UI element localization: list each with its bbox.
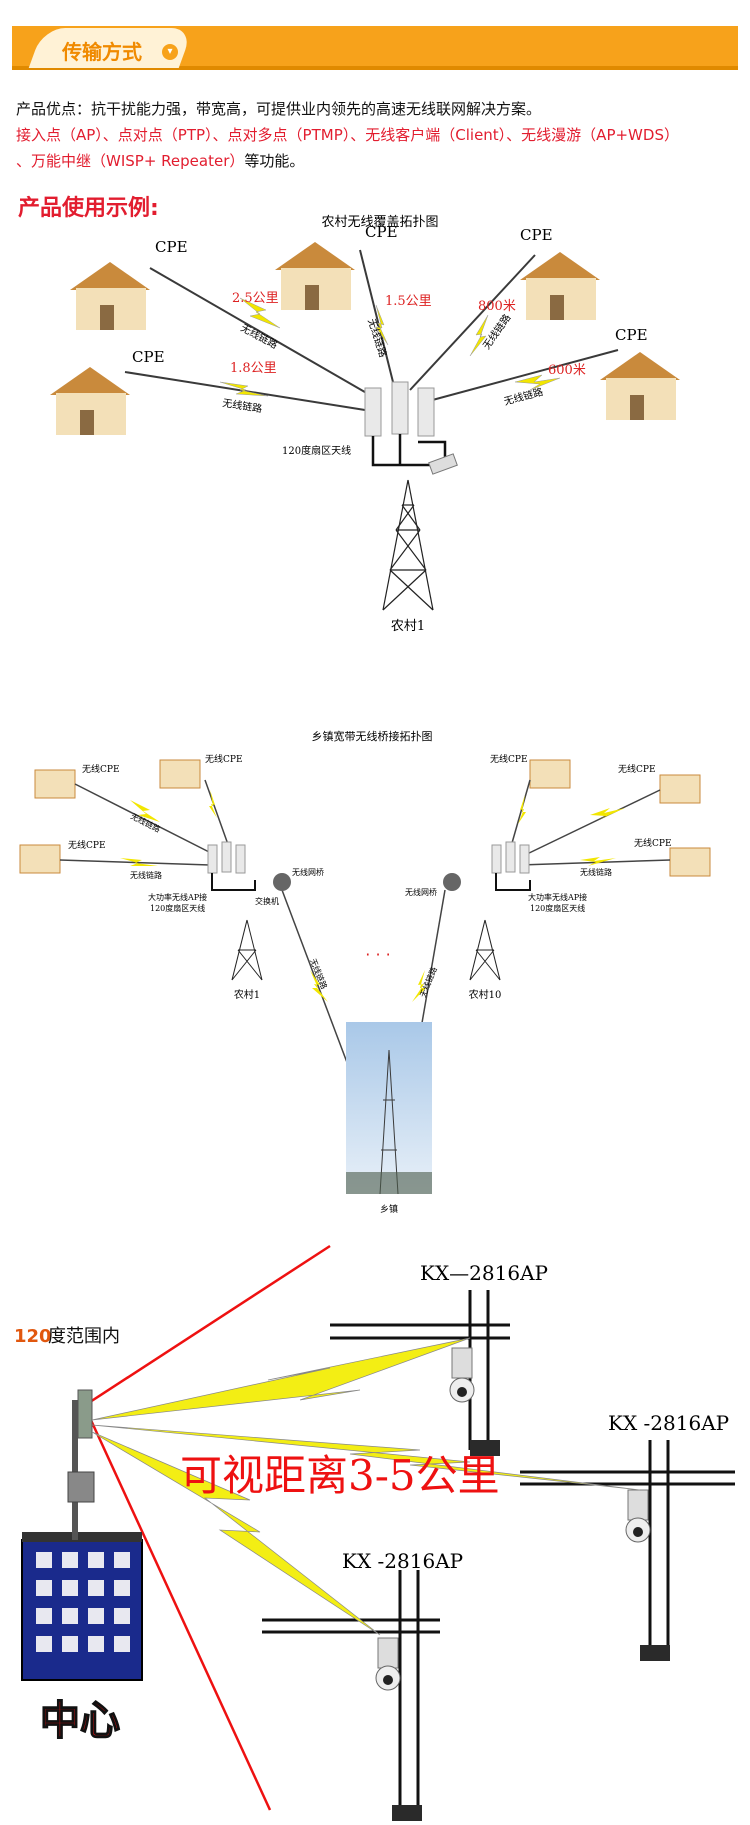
- bridge-dish-icon: [443, 873, 461, 891]
- section-tab-label: 传输方式: [62, 40, 142, 64]
- product-intro: 产品优点：抗干扰能力强，带宽高，可提供业内领先的高速无线联网解决方案。 接入点（…: [16, 96, 736, 174]
- crane-tower-icon: [262, 1570, 440, 1810]
- chevron-down-icon[interactable]: ▾: [162, 44, 178, 60]
- link-label: 无线链路: [130, 870, 162, 880]
- diagram2-title: 乡镇宽带无线桥接拓扑图: [312, 729, 433, 743]
- ptz-camera-icon: [625, 1489, 651, 1543]
- house-icon: [70, 262, 150, 330]
- device-model-label: KX -2816AP: [608, 1411, 729, 1435]
- wireless-cpe-label: 无线CPE: [82, 763, 120, 775]
- intro-modes-black: 等功能。: [244, 152, 305, 170]
- diagram1-title: 农村无线覆盖拓扑图: [321, 215, 438, 230]
- intro-modes-red: 、万能中继（WISP+ Repeater）: [16, 152, 245, 170]
- coverage-boundary-bottom: [88, 1417, 272, 1811]
- house-icon: [275, 242, 355, 310]
- outdoor-ap-icon: [67, 1471, 95, 1503]
- town-treeline: [346, 1172, 432, 1194]
- device-model-label: KX -2816AP: [342, 1549, 463, 1573]
- cpe-label: CPE: [615, 326, 648, 344]
- link-label: 无线链路: [480, 311, 514, 351]
- crane-weight-icons: [392, 1440, 670, 1821]
- wireless-cpe-label: 无线CPE: [205, 753, 243, 765]
- link-label: 无线链路: [580, 867, 612, 877]
- house-icons-left: [19, 759, 201, 874]
- ap-label: 大功率无线AP接: [528, 892, 587, 902]
- visible-distance-label: 可视距离3-5公里: [180, 1451, 500, 1500]
- tower-icon: [231, 919, 263, 981]
- house-icon: [600, 352, 680, 420]
- mast-pole: [72, 1400, 78, 1540]
- site-coverage-diagram: 中心 120 度范围内 KX—2816AP KX -2816AP KX -281…: [14, 1244, 735, 1821]
- intro-modes-continued: 、万能中继（WISP+ Repeater）等功能。: [16, 148, 736, 174]
- rural-coverage-diagram: 农村无线覆盖拓扑图 CPE CPE CPE CPE CPE 2.5公里 1.5公…: [50, 215, 680, 634]
- lightning-icons: [91, 1337, 641, 1636]
- sector-antenna-icon: [207, 841, 256, 891]
- town-label: 乡镇: [380, 1203, 398, 1215]
- range-number: 120: [14, 1326, 52, 1347]
- distance-label: 800米: [478, 299, 516, 314]
- lightning-icons: [120, 790, 625, 1002]
- tower-icon: [382, 479, 434, 611]
- distance-label: 1.5公里: [385, 294, 432, 309]
- house-icon: [520, 252, 600, 320]
- sector-antenna-icon: [491, 841, 531, 891]
- distance-label: 2.5公里: [232, 291, 279, 306]
- distance-label: 600米: [548, 363, 586, 378]
- link-label: 无线链路: [222, 396, 264, 415]
- lightning-icons: [219, 297, 561, 397]
- cpe-label: CPE: [155, 238, 188, 256]
- intro-advantages: 产品优点：抗干扰能力强，带宽高，可提供业内领先的高速无线联网解决方案。: [16, 100, 542, 118]
- link-label: 无线链路: [308, 957, 329, 990]
- cpe-label: CPE: [520, 226, 553, 244]
- bridge-label: 无线网桥: [405, 887, 437, 897]
- town-photo: [346, 1022, 432, 1194]
- wireless-cpe-label: 无线CPE: [634, 837, 672, 849]
- switch-label: 交换机: [255, 896, 279, 906]
- bridge-dish-icon: [273, 873, 291, 891]
- link-label: 无线链路: [365, 317, 390, 359]
- device-model-label: KX—2816AP: [420, 1261, 548, 1285]
- ap-label: 大功率无线AP接: [148, 892, 207, 902]
- range-text: 度范围内: [48, 1326, 120, 1347]
- ap-label: 120度扇区天线: [530, 903, 585, 913]
- cpe-label: CPE: [365, 223, 398, 241]
- wireless-cpe-label: 无线CPE: [68, 839, 106, 851]
- tower-label: 农村10: [469, 988, 502, 1001]
- tower-icon: [469, 919, 501, 981]
- ap-label: 120度扇区天线: [150, 903, 205, 913]
- ptz-camera-icon: [449, 1347, 475, 1403]
- coverage-boundary-top: [89, 1244, 331, 1404]
- building-windows: [36, 1552, 130, 1652]
- bridge-label: 无线网桥: [292, 867, 324, 877]
- tower-label: 农村1: [234, 988, 260, 1001]
- ptz-camera-icon: [375, 1637, 401, 1691]
- more-villages-dots: · · ·: [365, 945, 390, 964]
- house-icons-right: [529, 759, 711, 877]
- example-title: 产品使用示例:: [18, 196, 159, 221]
- center-label: 中心: [40, 1698, 120, 1744]
- crane-tower-icon: [520, 1440, 735, 1650]
- house-icon: [50, 367, 130, 435]
- intro-modes: 接入点（AP）、点对点（PTP）、点对多点（PTMP）、无线客户端（Client…: [16, 126, 679, 144]
- sector-antenna-icon: [77, 1389, 93, 1439]
- section-header-bar: 传输方式 ▾: [12, 26, 738, 70]
- cpe-label: CPE: [132, 348, 165, 366]
- wireless-cpe-label: 无线CPE: [490, 753, 528, 765]
- town-bridge-diagram: 乡镇宽带无线桥接拓扑图 无线CPE 无线CPE 无线CPE 无线CPE 无线CP…: [19, 729, 711, 1215]
- sector-antenna-icon: [364, 381, 458, 475]
- wireless-cpe-label: 无线CPE: [618, 763, 656, 775]
- tower-label: 农村1: [391, 619, 425, 634]
- antenna-label: 120度扇区天线: [282, 444, 351, 457]
- distance-label: 1.8公里: [230, 361, 277, 376]
- link-label: 无线链路: [502, 385, 544, 408]
- tower-icon: [379, 1049, 399, 1195]
